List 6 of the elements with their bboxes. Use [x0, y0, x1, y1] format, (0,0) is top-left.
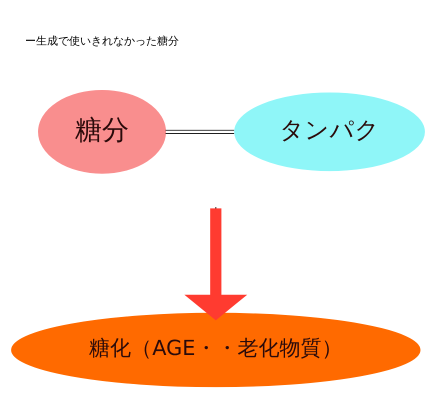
node-ellipse: タンパク — [234, 92, 425, 172]
connector — [165, 130, 235, 134]
arrow — [184, 208, 248, 320]
node-ellipse: 糖分 — [38, 90, 166, 174]
node-ellipse: 糖化（AGE・・老化物質） — [11, 312, 420, 388]
node-label: ー生成で使いきれなかった糖分 — [25, 34, 180, 48]
